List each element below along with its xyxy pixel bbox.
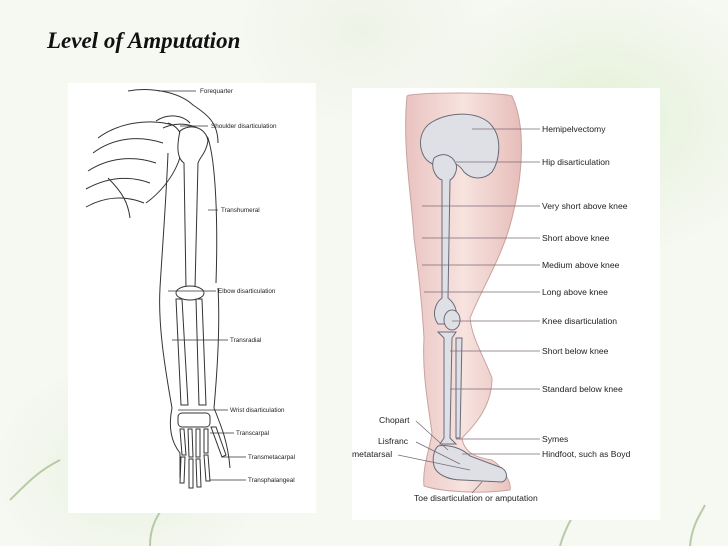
leg-label-knee-disarticulation: Knee disarticulation [542, 316, 617, 326]
arm-label-transmetacarpal: Transmetacarpal [248, 454, 295, 461]
upper-arm-illustration [159, 123, 218, 301]
arm-diagram-panel: Forequarter Shoulder disarticulation Tra… [68, 83, 316, 513]
arm-label-transphalangeal: Transphalangeal [248, 477, 295, 484]
toe-leader-line [471, 481, 483, 494]
foot-bones [432, 445, 507, 483]
arm-label-shoulder-disarticulation: Shoulder disarticulation [211, 123, 277, 130]
lisfranc-leader-line [415, 441, 461, 465]
leg-label-very-short-above-knee: Very short above knee [542, 201, 628, 211]
leg-label-chopart: Chopart [379, 415, 410, 425]
leg-label-lisfranc: Lisfranc [378, 436, 409, 446]
arm-label-wrist-disarticulation: Wrist disarticulation [230, 407, 285, 414]
leg-label-hindfoot: Hindfoot, such as Boyd [542, 449, 631, 459]
arm-label-transhumeral: Transhumeral [221, 207, 260, 214]
leg-label-standard-below-knee: Standard below knee [542, 384, 623, 394]
leg-silhouette [405, 92, 522, 493]
forearm-illustration [159, 287, 220, 409]
hand-illustration [169, 407, 231, 489]
metatarsal-leader-line [397, 454, 471, 471]
leg-label-hip-disarticulation: Hip disarticulation [542, 157, 610, 167]
leg-label-hemipelvectomy: Hemipelvectomy [542, 124, 606, 134]
leg-amputation-diagram: Hemipelvectomy Hip disarticulation Very … [352, 92, 631, 503]
chopart-leader-line [415, 420, 449, 451]
arm-label-transcarpal: Transcarpal [236, 430, 269, 437]
leg-label-toe-disarticulation: Toe disarticulation or amputation [414, 493, 538, 503]
leg-label-long-above-knee: Long above knee [542, 287, 608, 297]
leg-diagram-panel: Hemipelvectomy Hip disarticulation Very … [352, 88, 660, 520]
fibula-bone [455, 337, 463, 439]
arm-label-forequarter: Forequarter [200, 88, 233, 95]
arm-label-transradial: Transradial [230, 337, 261, 344]
tibia-bone [436, 331, 458, 445]
arm-label-elbow-disarticulation: Elbow disarticulation [218, 288, 276, 295]
leg-label-symes: Symes [542, 434, 568, 444]
leg-label-metatarsal: metatarsal [352, 449, 392, 459]
patella-bone [443, 309, 461, 331]
slide-title: Level of Amputation [47, 28, 241, 53]
shoulder-ribcage-illustration [85, 89, 219, 219]
leg-label-short-above-knee: Short above knee [542, 233, 610, 243]
leg-label-medium-above-knee: Medium above knee [542, 260, 620, 270]
leg-label-short-below-knee: Short below knee [542, 346, 609, 356]
arm-amputation-diagram: Forequarter Shoulder disarticulation Tra… [85, 88, 295, 489]
